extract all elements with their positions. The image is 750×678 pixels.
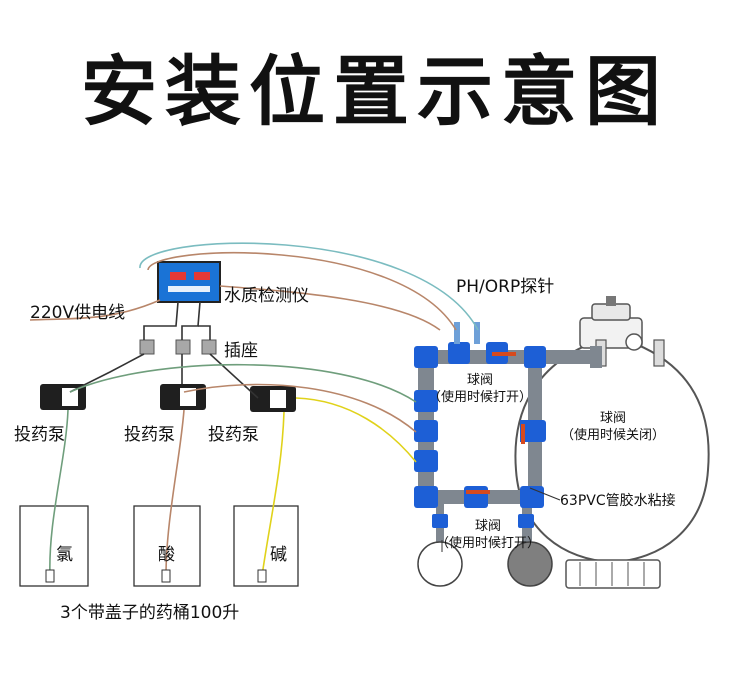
pvc-pipe-label: 63PVC管胶水粘接: [560, 493, 676, 509]
ball-valve-right-label: 球阀 （使用时候关闭）: [548, 410, 678, 444]
ball-valve-bottom-label: 球阀 （使用时候打开）: [430, 518, 546, 552]
probes: [454, 322, 480, 344]
diagram-title: 安装位置示意图: [81, 47, 669, 136]
bottom-vessels: [417, 541, 553, 587]
dosing-pump-label-3: 投药泵: [208, 425, 259, 445]
power-line-label: 220V供电线: [30, 303, 126, 323]
ball-valve-top-line1: 球阀: [466, 373, 493, 388]
pipe-fittings: [414, 342, 546, 528]
chemical-tanks: [19, 505, 299, 587]
ball-valve-bottom-line2: （使用时候打开）: [435, 536, 540, 551]
ball-valve-handles: [466, 352, 525, 494]
dosing-pumps: [40, 384, 296, 412]
ball-valve-right-line1: 球阀: [599, 411, 626, 426]
water-quality-meter: [157, 261, 221, 303]
sand-filter-tank: [514, 296, 710, 589]
water-quality-meter-label: 水质检测仪: [224, 286, 309, 306]
ball-valve-bottom-line1: 球阀: [474, 519, 501, 534]
tank-alkali-label: 碱: [270, 545, 287, 565]
intake-tips: [45, 569, 267, 583]
ball-valve-top-label: 球阀 （使用时候打开）: [422, 372, 538, 406]
socket-label: 插座: [224, 341, 258, 361]
ball-valve-right-line2: （使用时候关闭）: [560, 428, 665, 443]
probe-label: PH/ORP探针: [456, 277, 555, 297]
tanks-caption: 3个带盖子的药桶100升: [60, 603, 240, 623]
dosing-pump-label-2: 投药泵: [124, 425, 175, 445]
dosing-pump-label-1: 投药泵: [14, 425, 65, 445]
ball-valve-top-line2: （使用时候打开）: [427, 390, 532, 405]
sockets: [139, 339, 217, 355]
wires: [29, 242, 561, 577]
tank-chlorine-label: 氯: [56, 545, 73, 565]
tank-acid-label: 酸: [158, 545, 175, 565]
